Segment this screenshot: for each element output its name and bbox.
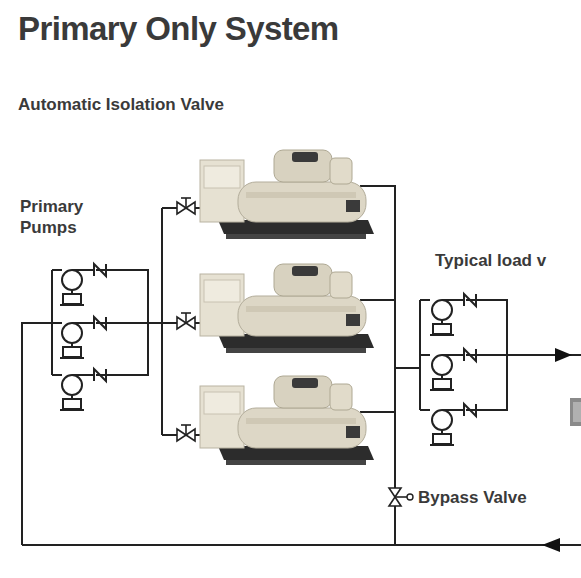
callout-label: Typical load v	[435, 250, 581, 271]
callout-label: Bypass Valve	[418, 487, 578, 508]
diagram-title: Primary Only System	[18, 8, 438, 49]
callout-label: Automatic Isolation Valve	[18, 94, 318, 115]
callout-label: Primary Pumps	[20, 196, 98, 239]
